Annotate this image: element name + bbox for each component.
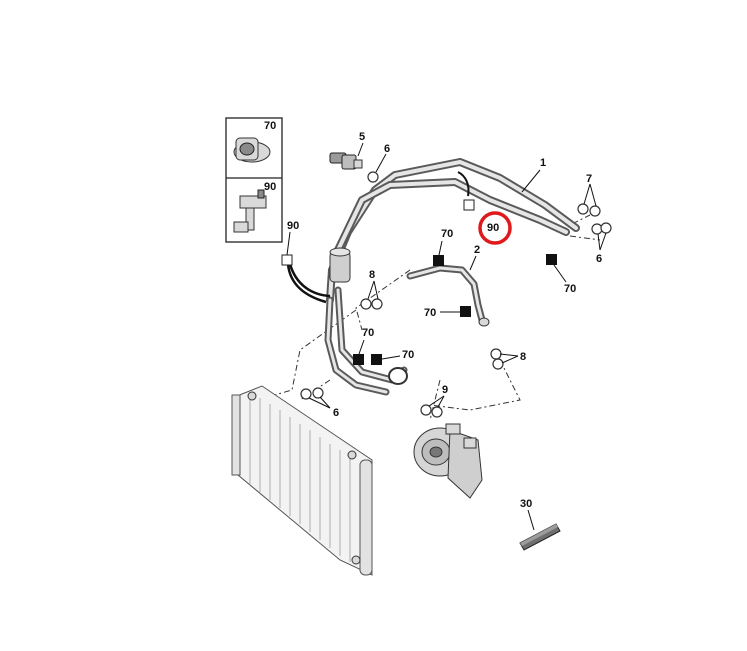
oring-right-mid-1 — [490, 348, 502, 360]
callout-70-lower-b: 70 — [402, 349, 414, 361]
callout-9: 9 — [442, 384, 448, 396]
inset-clip-70-illustration — [233, 137, 271, 163]
callout-70-mid-top: 70 — [441, 228, 453, 240]
oring-compressor-2 — [431, 406, 443, 418]
callout-70-lower-a: 70 — [362, 327, 374, 339]
oring-compressor-1 — [420, 404, 432, 416]
clip-90-left — [281, 254, 293, 266]
clip-70-right — [546, 254, 557, 265]
inset-panel: 70 90 — [225, 117, 283, 243]
oring-right-mid-2 — [492, 358, 504, 370]
clips — [281, 199, 557, 365]
oring-right-top-1 — [577, 203, 589, 215]
callout-1: 1 — [540, 157, 546, 169]
callout-7: 7 — [586, 173, 592, 185]
callout-inset-90: 90 — [264, 181, 276, 193]
callout-70-mid-right: 70 — [424, 307, 436, 319]
callout-6-condenser: 6 — [333, 407, 339, 419]
clip-90-cable-left — [286, 263, 331, 304]
oring-sensor — [367, 171, 379, 183]
hose-main-assembly — [324, 158, 580, 396]
callout-6-right: 6 — [596, 253, 602, 265]
oring-mid-1 — [360, 298, 372, 310]
callout-inset-70: 70 — [264, 120, 276, 132]
callout-6-sensor: 6 — [384, 143, 390, 155]
condenser — [231, 385, 373, 576]
callouts: 5 6 1 7 6 70 90 70 2 8 70 8 70 70 9 6 30… — [287, 131, 602, 510]
callout-8-right: 8 — [520, 351, 526, 363]
highlight-circle — [478, 211, 512, 245]
clip-70-mid-right — [460, 306, 471, 317]
callout-30: 30 — [520, 498, 532, 510]
oring-right-top-2 — [589, 205, 601, 217]
clip-70-mid-top — [433, 255, 444, 266]
o-rings — [300, 171, 612, 418]
clip-90-cable-top — [457, 171, 470, 197]
leader-lines — [286, 142, 607, 531]
clip-70-lower-b — [371, 354, 382, 365]
callout-90-left: 90 — [287, 220, 299, 232]
pressure-sensor — [329, 152, 363, 170]
callout-70-right: 70 — [564, 283, 576, 295]
callout-8-mid: 8 — [369, 269, 375, 281]
callout-2: 2 — [474, 244, 480, 256]
hose-low-assembly — [406, 264, 490, 327]
clip-70-lower-a — [353, 354, 364, 365]
callout-90-top: 90 — [487, 222, 499, 234]
oring-condenser-1 — [300, 388, 312, 400]
tube-part — [519, 523, 561, 551]
callout-5: 5 — [359, 131, 365, 143]
oring-mid-2 — [371, 298, 383, 310]
inset-clip-90-illustration — [233, 189, 267, 233]
connection-lines — [239, 214, 601, 421]
clip-90-top — [463, 199, 475, 211]
oring-condenser-2 — [312, 387, 324, 399]
compressor — [413, 423, 483, 499]
oring-right-bottom-2 — [600, 222, 612, 234]
